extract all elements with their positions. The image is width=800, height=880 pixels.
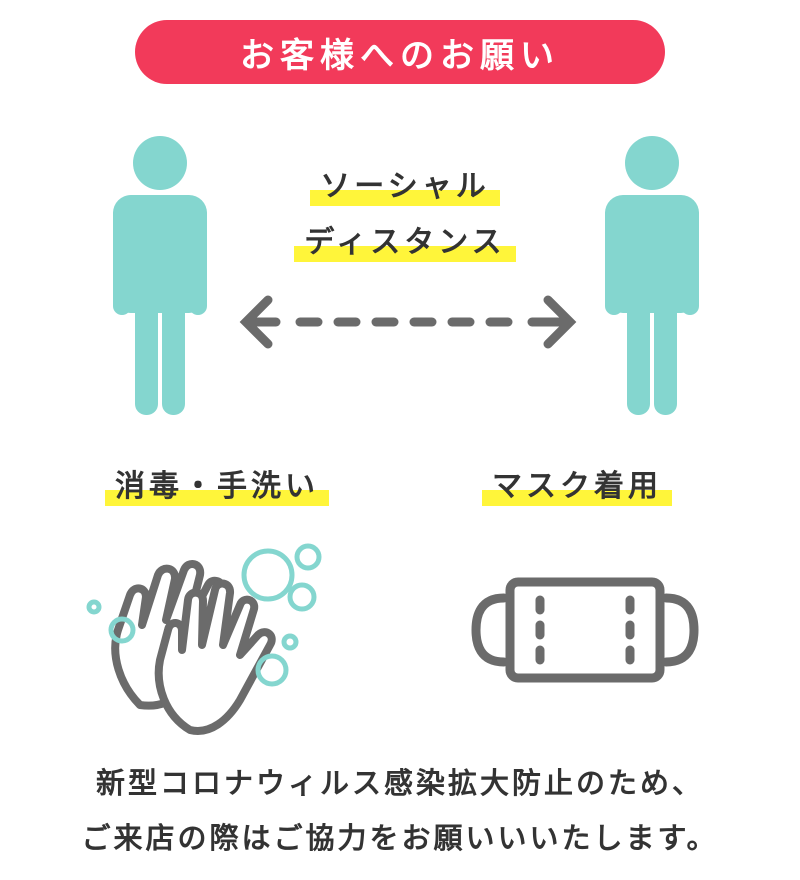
notice-line-1: 新型コロナウィルス感染拡大防止のため、	[95, 766, 704, 800]
title-banner: お客様へのお願い	[135, 20, 665, 84]
person-icon	[605, 136, 699, 415]
face-mask-icon	[471, 577, 699, 683]
handwash-label-text: 消毒・手洗い	[105, 468, 329, 506]
page-title: お客様へのお願い	[240, 35, 560, 76]
mask-label: マスク着用	[462, 468, 692, 506]
social-distance-text-2: ディスタンス	[294, 224, 516, 262]
handwash-label: 消毒・手洗い	[82, 468, 352, 506]
notice-line-2: ご来店の際はご協力をお願いいいたします。	[81, 821, 719, 855]
double-arrow-icon	[239, 295, 577, 349]
social-distance-label-line1: ソーシャル	[285, 168, 525, 206]
social-distance-label-line2: ディスタンス	[285, 224, 525, 262]
mask-label-text: マスク着用	[482, 468, 672, 506]
social-distance-text-1: ソーシャル	[310, 168, 500, 206]
washing-hands-icon	[86, 543, 322, 735]
person-icon	[113, 136, 207, 415]
